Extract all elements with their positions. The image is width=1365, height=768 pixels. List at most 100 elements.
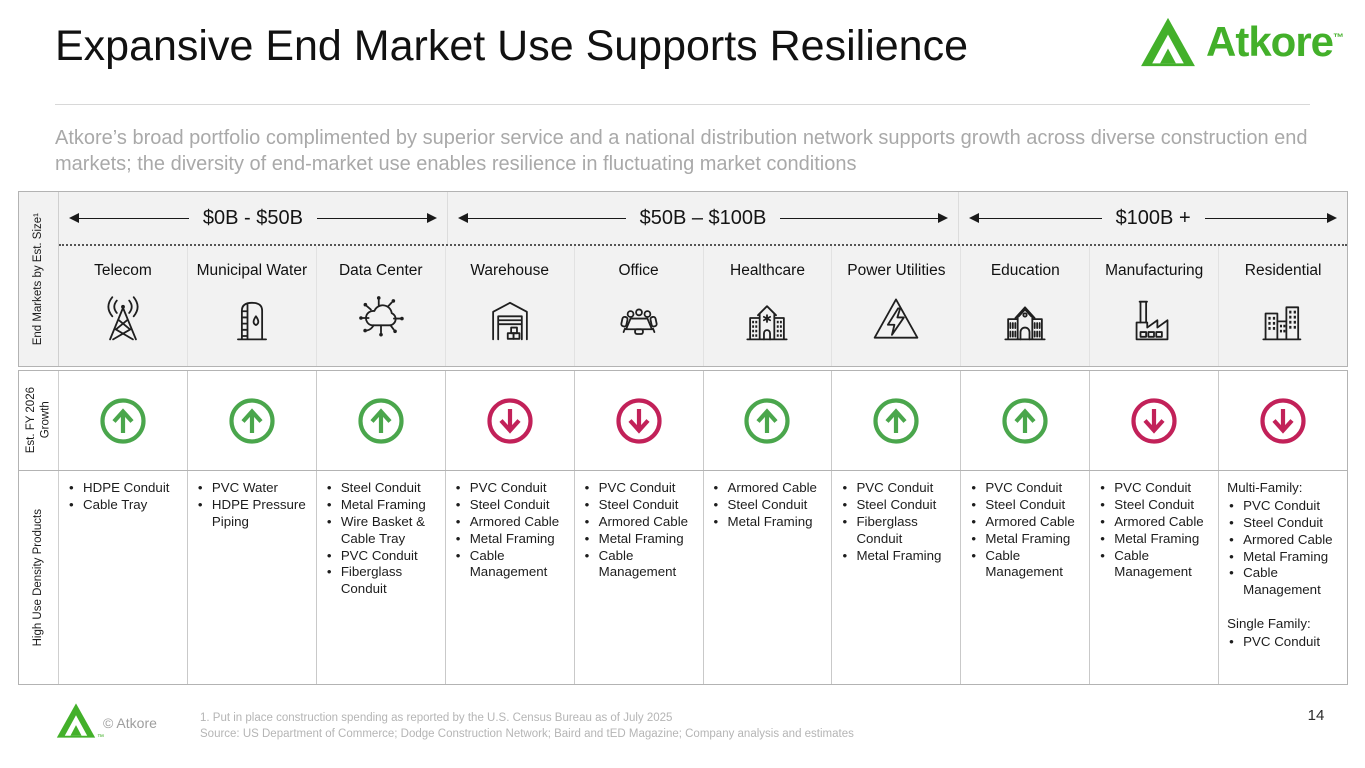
products-cell: •PVC Conduit•Steel Conduit•Armored Cable… — [960, 471, 1089, 684]
band-line — [780, 217, 939, 219]
bullet-icon: • — [1229, 565, 1234, 581]
product-item: •PVC Conduit — [969, 480, 1085, 497]
data-center-icon — [354, 292, 408, 344]
size-band: $0B - $50B — [59, 192, 447, 244]
bullet-icon: • — [584, 513, 590, 529]
band-line — [467, 217, 626, 219]
bullet-icon: • — [584, 530, 590, 546]
product-item: • Metal Framing — [583, 531, 699, 548]
product-item-label: Metal Framing — [727, 513, 813, 529]
arrow-right-icon — [426, 213, 437, 223]
bullet-icon: • — [326, 480, 332, 495]
atkore-logo: Atkore™ — [1140, 16, 1344, 68]
bullet-icon: • — [713, 480, 719, 495]
trademark-symbol: ™ — [1333, 32, 1344, 44]
product-item-label: Steel Conduit — [598, 496, 679, 512]
office-icon — [612, 292, 666, 344]
product-item-label: Metal Framing — [1243, 548, 1329, 564]
growth-up-icon — [225, 394, 279, 448]
growth-down-icon — [483, 394, 537, 448]
products-cell: •PVC Conduit•Steel Conduit•Armored Cable… — [1089, 471, 1218, 684]
products-cell: •Armored Cable•Steel Conduit•Metal Frami… — [702, 471, 832, 684]
market-column-header: Healthcare — [702, 246, 832, 366]
bullet-icon: • — [1229, 634, 1234, 649]
product-item: • Metal Framing — [712, 514, 828, 531]
education-icon — [998, 292, 1052, 344]
row-label-end-markets: End Markets by Est. Size¹ — [19, 192, 59, 366]
product-item: •Cable Management — [969, 548, 1085, 582]
page-number: 14 — [1307, 707, 1325, 724]
product-item: •Fiberglass Conduit — [325, 564, 441, 598]
product-item: •PVC Water — [196, 480, 312, 497]
product-item-label: Metal Framing — [985, 530, 1071, 546]
market-header-block: End Markets by Est. Size¹ $0B - $50B $50… — [18, 191, 1348, 367]
market-name: Education — [990, 262, 1060, 280]
products-cell: • PVC Conduit • Steel Conduit •Armored Cable… — [573, 471, 703, 684]
product-item: •Metal Framing — [1098, 531, 1214, 548]
market-column-header: Telecom — [59, 246, 187, 366]
product-item: •Armored Cable — [583, 514, 699, 531]
market-name: Office — [618, 262, 659, 280]
row-label-products: High Use Density Products — [19, 471, 59, 684]
product-item-label: PVC Conduit — [1243, 634, 1321, 649]
market-column-header: Warehouse — [444, 246, 574, 366]
product-item-label: Armored Cable — [985, 513, 1075, 529]
product-item: • PVC Conduit — [1227, 634, 1343, 651]
arrow-left-icon — [969, 213, 980, 223]
bullet-icon: • — [971, 496, 976, 512]
band-line — [79, 217, 189, 219]
product-item-label: Metal Framing — [598, 530, 684, 546]
product-item-label: PVC Conduit — [469, 480, 547, 495]
bullet-icon: • — [1229, 531, 1234, 547]
bullet-icon: • — [713, 513, 719, 529]
product-item: •Metal Framing — [969, 531, 1085, 548]
bullet-icon: • — [326, 513, 332, 529]
bullet-icon: • — [326, 547, 332, 563]
product-item: • Cable Tray — [67, 497, 183, 514]
product-item: •Metal Framing — [1227, 549, 1343, 566]
products-cells: •HDPE Conduit•Cable Tray •PVC Water•HDPE… — [59, 471, 1347, 684]
product-item: •Armored Cable — [454, 514, 570, 531]
product-item-label: Wire Basket & Cable Tray — [340, 513, 426, 546]
product-item-label: Fiberglass Conduit — [340, 564, 403, 597]
growth-up-icon — [869, 394, 923, 448]
bullet-icon: • — [1229, 514, 1234, 530]
product-item-label: Steel Conduit — [469, 496, 550, 512]
footer-atkore-triangle-icon: ™ — [56, 702, 104, 741]
footnote-line-1: 1. Put in place construction spending as… — [200, 712, 673, 724]
product-item-label: Metal Framing — [469, 530, 555, 546]
products-cell: •Steel Conduit•Metal Framing•Wire Basket… — [315, 471, 445, 684]
product-item: •Cable Management — [1227, 565, 1343, 599]
bullet-icon: • — [1100, 530, 1105, 546]
products-row: High Use Density Products •HDPE Conduit•… — [19, 470, 1347, 684]
manufacturing-icon — [1127, 292, 1181, 344]
power-utilities-icon — [869, 292, 923, 344]
products-cell: Multi-Family:•PVC Conduit•Steel Conduit•… — [1218, 471, 1347, 684]
products-cell: •PVC Water•HDPE Pressure Piping — [186, 471, 316, 684]
product-item-label: Armored Cable — [1114, 513, 1204, 529]
product-item: •Steel Conduit — [325, 480, 441, 497]
bullet-icon: • — [584, 480, 590, 495]
growth-cell — [1218, 371, 1347, 470]
footnote-line-2: Source: US Department of Commerce; Dodge… — [200, 728, 854, 741]
bullet-icon: • — [455, 480, 461, 495]
growth-down-icon — [1127, 394, 1181, 448]
footnotes: 1. Put in place construction spending as… — [200, 710, 854, 742]
product-item-label: PVC Conduit — [598, 480, 676, 495]
bullet-icon: • — [584, 496, 590, 512]
arrow-left-icon — [69, 213, 79, 223]
product-item: •Metal Framing — [840, 548, 956, 565]
end-market-table: End Markets by Est. Size¹ $0B - $50B $50… — [18, 191, 1348, 685]
product-item: •Cable Management — [583, 548, 699, 582]
bullet-icon: • — [971, 513, 976, 529]
product-item-label: Cable Tray — [83, 496, 148, 512]
bullet-icon: • — [1100, 480, 1105, 495]
product-item-label: Steel Conduit — [727, 496, 808, 512]
product-item: •Steel Conduit — [712, 497, 828, 514]
market-column-header: Residential — [1218, 246, 1347, 366]
size-band-label: $50B – $100B — [639, 206, 767, 229]
product-item: •Steel Conduit — [1227, 515, 1343, 532]
bullet-icon: • — [842, 496, 848, 512]
bullet-icon: • — [69, 496, 74, 512]
product-item: •Steel Conduit — [840, 497, 956, 514]
